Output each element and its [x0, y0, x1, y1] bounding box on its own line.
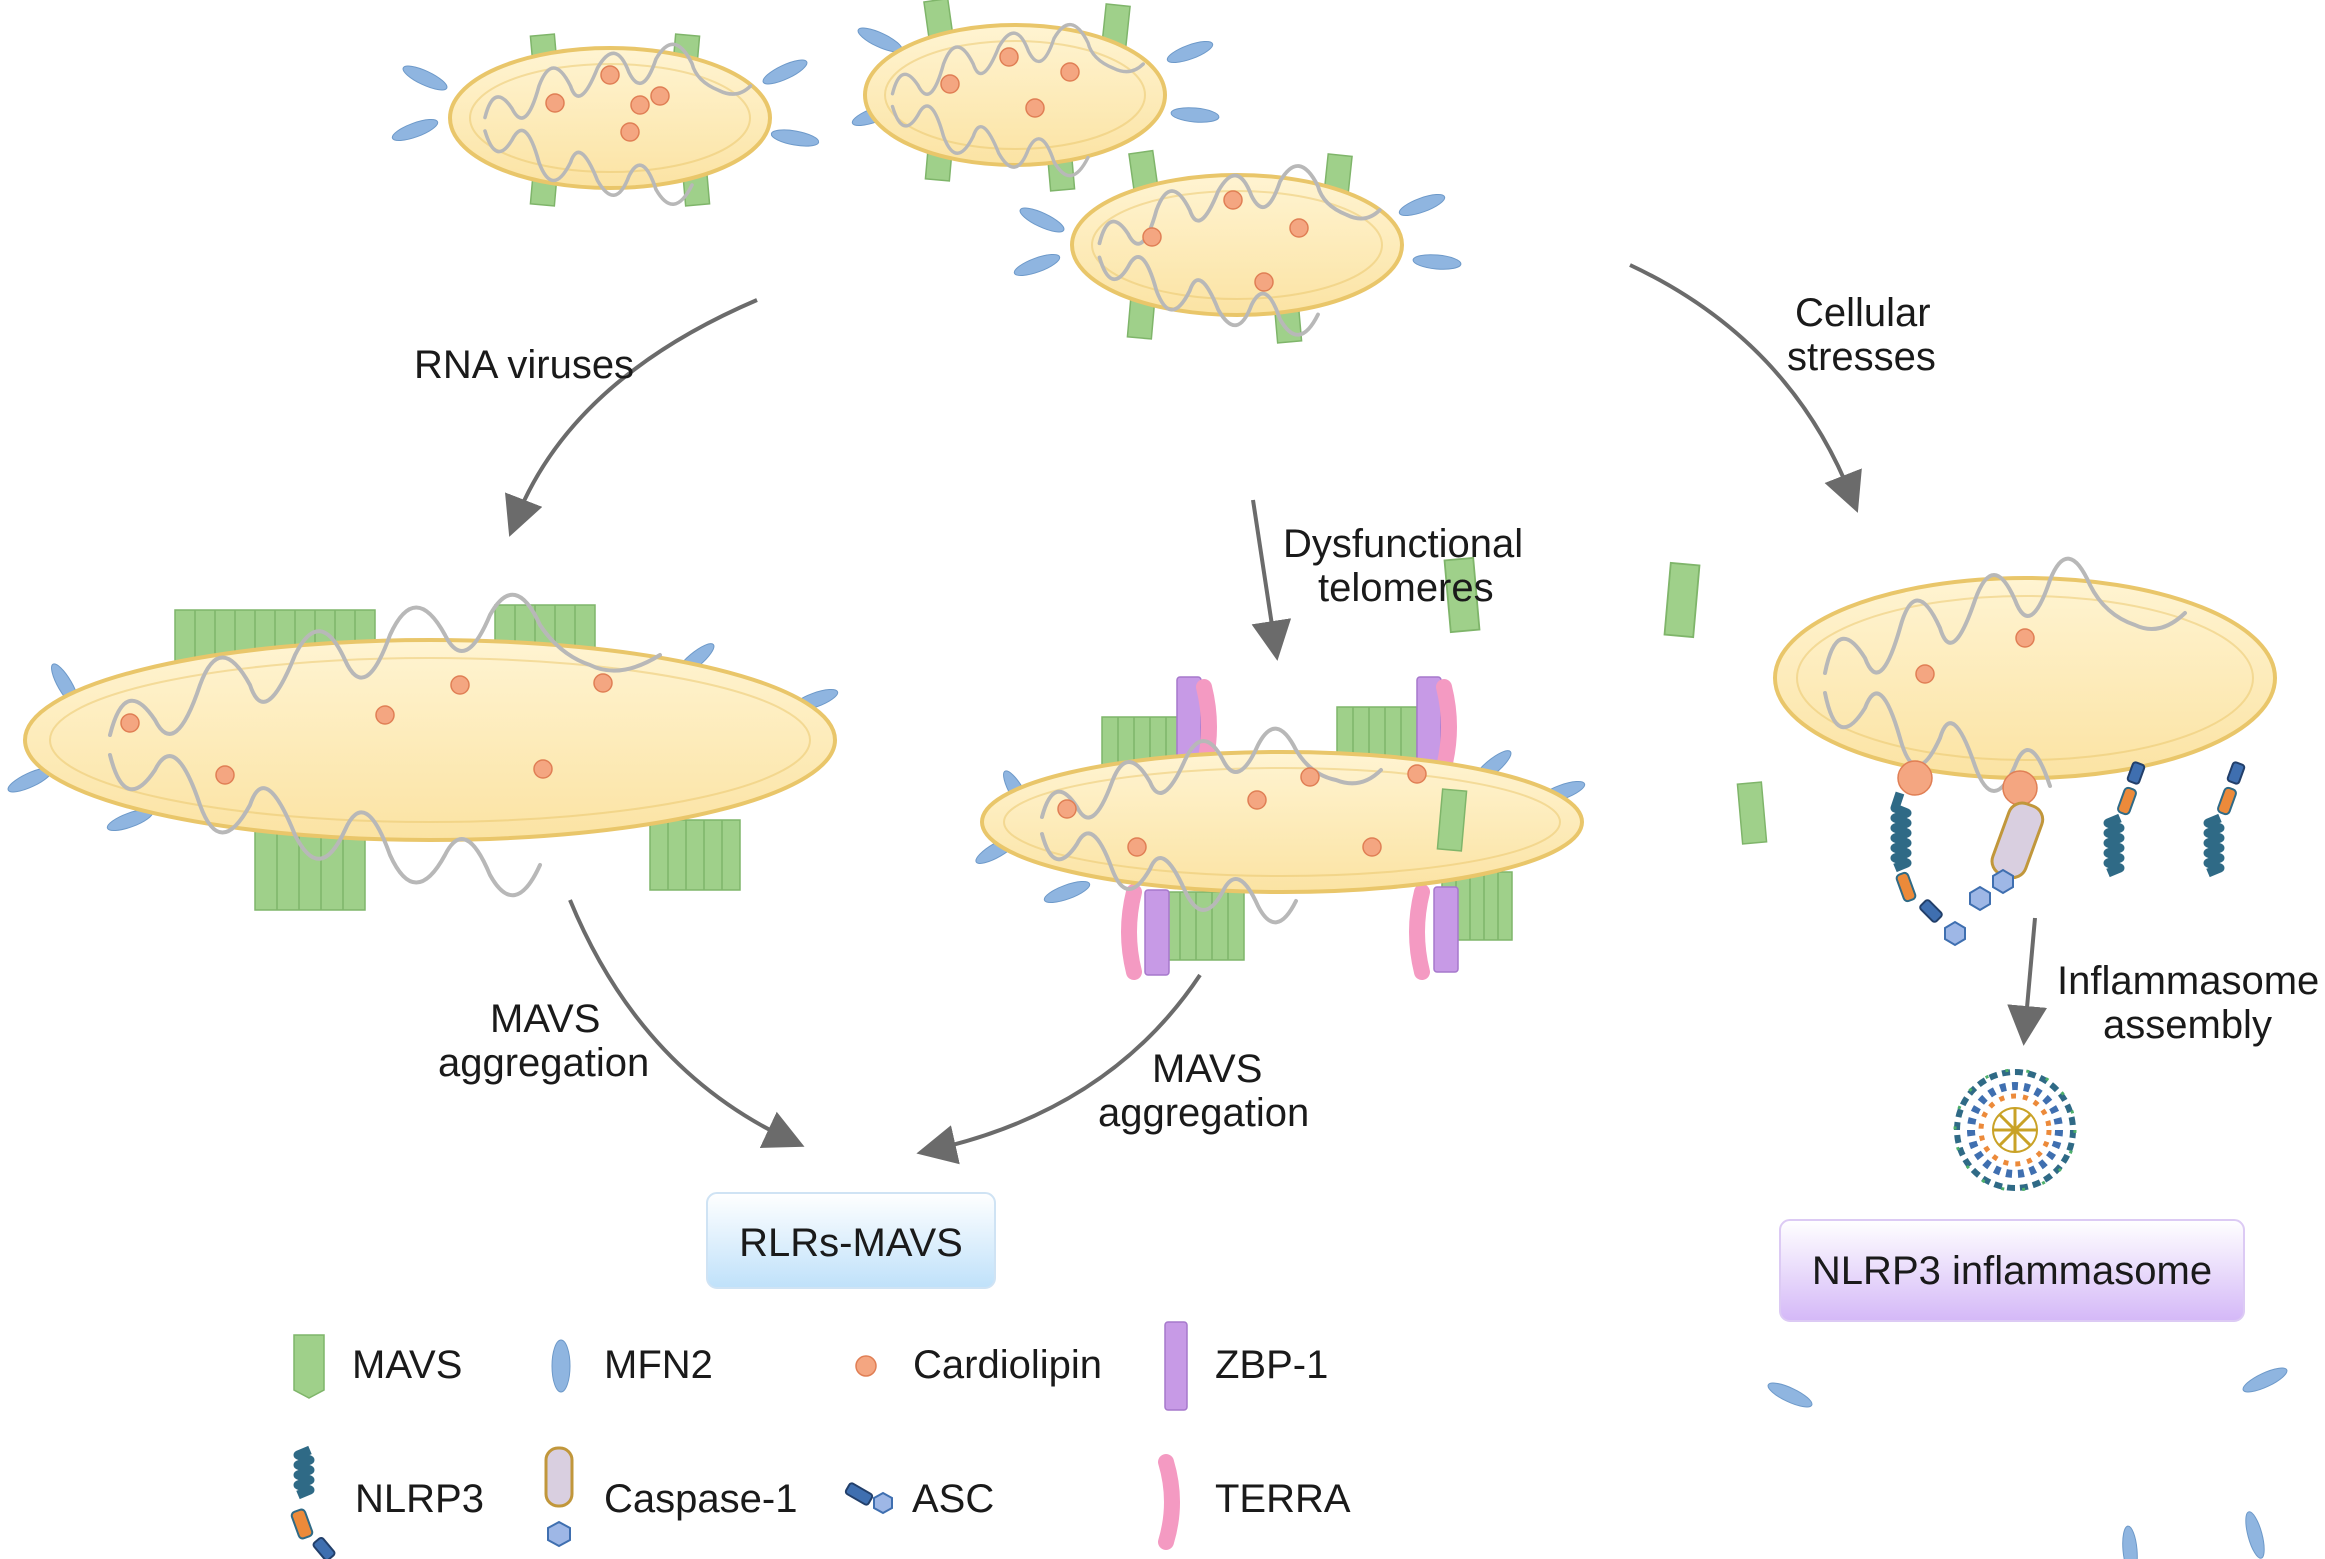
- mitochondrion-top-left: [389, 33, 821, 207]
- label-cellular-line1: Cellular: [1795, 291, 1931, 335]
- cardiolipin-icon: [855, 1355, 877, 1377]
- arrow-cellular-stresses: [1629, 263, 1862, 513]
- label-mavs-agg-mid-1: MAVS: [1152, 1047, 1262, 1091]
- legend-nlrp3: NLRP3: [290, 1445, 484, 1559]
- legend-cardiolipin: Cardiolipin: [855, 1343, 1102, 1387]
- arrows: [505, 263, 2048, 1165]
- label-dysfunctional-line2: telomeres: [1318, 566, 1494, 610]
- label-cellular-line2: stresses: [1787, 335, 1936, 379]
- zbp1-terra-pairs: [1121, 676, 1459, 980]
- arrow-rna-viruses: [505, 298, 758, 537]
- arrow-mavs-aggregation-left: [568, 899, 805, 1148]
- label-rna-viruses: RNA viruses: [414, 343, 634, 387]
- nlrp3-icon: [290, 1445, 336, 1559]
- box-rlrs-mavs: RLRs-MAVS: [706, 1192, 996, 1289]
- arrow-dysfunctional-telomeres: [1251, 499, 1292, 661]
- legend-zbp1-label: ZBP-1: [1215, 1343, 1328, 1387]
- label-mavs-agg-left-2: aggregation: [438, 1041, 649, 1085]
- legend-terra-label: TERRA: [1215, 1477, 1351, 1521]
- legend-terra: TERRA: [1158, 1454, 1351, 1550]
- legend-mavs: MAVS: [293, 1334, 462, 1399]
- mitochondrion-top-right: [849, 0, 1221, 192]
- mitochondrion-mavs-aggregated: [4, 593, 841, 911]
- mitochondrion-nlrp3: [1436, 556, 2291, 1559]
- zbp1-icon: [1164, 1321, 1188, 1411]
- mavs-icon: [293, 1334, 325, 1399]
- arrow-inflammasome-assembly: [2007, 917, 2048, 1046]
- legend-mfn2: MFN2: [551, 1339, 713, 1393]
- label-inflammasome-line2: assembly: [2103, 1003, 2272, 1047]
- inflammasome-ring-icon: [1953, 1068, 2077, 1192]
- legend-cardiolipin-label: Cardiolipin: [913, 1343, 1102, 1387]
- legend-asc: ASC: [844, 1477, 994, 1521]
- label-inflammasome-line1: Inflammasome: [2057, 959, 2319, 1003]
- box-rlrs-mavs-label: RLRs-MAVS: [739, 1221, 963, 1265]
- terra-icon: [1158, 1454, 1180, 1550]
- box-nlrp3-inflammasome: NLRP3 inflammasome: [1779, 1219, 2245, 1322]
- mitochondrion-top-middle: [1011, 149, 1463, 344]
- label-dysfunctional-line1: Dysfunctional: [1283, 522, 1523, 566]
- legend-zbp1: ZBP-1: [1164, 1321, 1328, 1411]
- caspase1-icon: [544, 1446, 574, 1548]
- legend-asc-label: ASC: [912, 1477, 994, 1521]
- mavs-aggregate-bottom: [254, 819, 741, 911]
- legend: MAVS MFN2 Cardiolipin ZBP-1 NLRP3: [290, 1321, 1351, 1559]
- mfn2-icon: [551, 1339, 571, 1393]
- legend-mavs-label: MAVS: [352, 1343, 462, 1387]
- legend-nlrp3-label: NLRP3: [355, 1477, 484, 1521]
- nlrp3-complexes: [1890, 760, 2246, 947]
- legend-caspase1-label: Caspase-1: [604, 1477, 797, 1521]
- box-nlrp3-inflammasome-label: NLRP3 inflammasome: [1812, 1249, 2212, 1293]
- label-mavs-agg-left-1: MAVS: [490, 997, 600, 1041]
- asc-icon: [844, 1482, 893, 1515]
- arrow-mavs-aggregation-mid: [916, 973, 1202, 1165]
- legend-mfn2-label: MFN2: [604, 1343, 713, 1387]
- legend-caspase1: Caspase-1: [544, 1446, 797, 1548]
- mitochondrion-zbp1-terra: [972, 676, 1588, 980]
- label-mavs-agg-mid-2: aggregation: [1098, 1091, 1309, 1135]
